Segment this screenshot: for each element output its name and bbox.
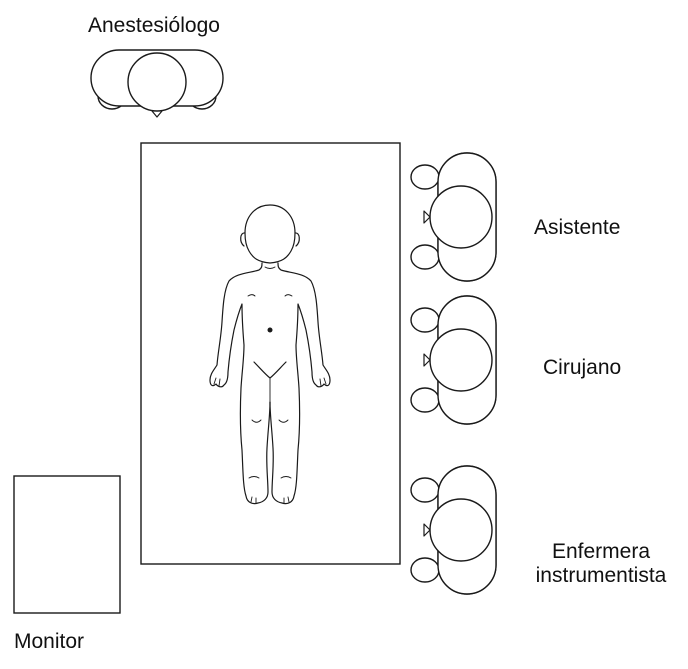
scrub-nurse-label-line2: instrumentista — [520, 564, 682, 588]
monitor-box — [14, 476, 120, 613]
surgeon-figure — [411, 296, 496, 424]
anesthesiologist-label: Anestesiólogo — [88, 14, 220, 38]
assistant-figure — [411, 153, 496, 281]
anesthesiologist-figure — [91, 50, 223, 117]
scrub-nurse-label-line1: Enfermera — [520, 540, 682, 564]
surgeon-label: Cirujano — [543, 356, 621, 380]
monitor-label: Monitor — [14, 630, 84, 654]
scrub-nurse-figure — [411, 466, 496, 594]
scrub-nurse-label: Enfermera instrumentista — [520, 540, 682, 588]
operating-table — [141, 143, 400, 564]
assistant-label: Asistente — [534, 216, 620, 240]
